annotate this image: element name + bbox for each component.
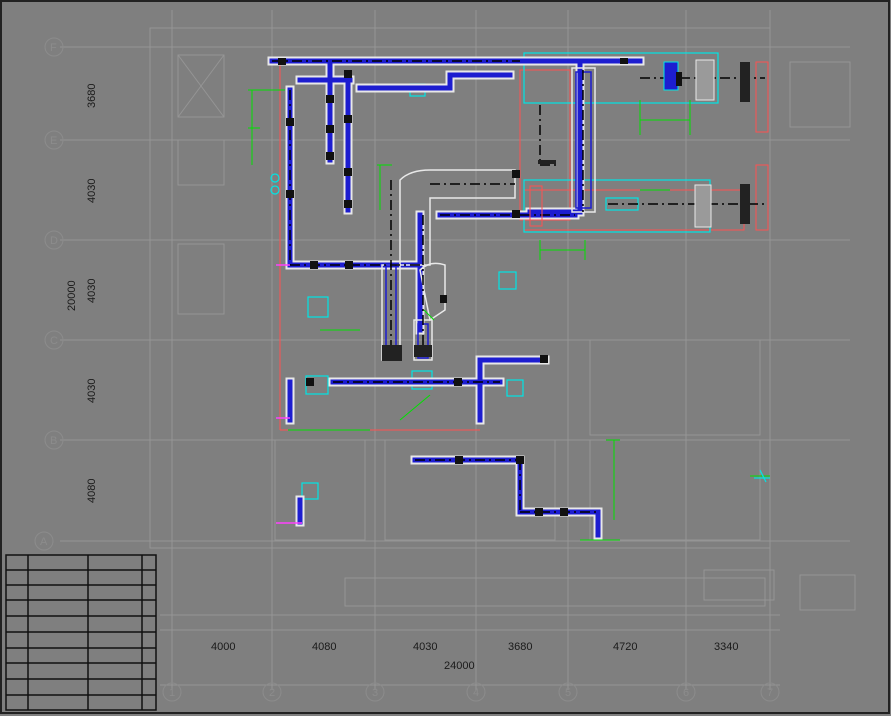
axis-label-7: 7: [767, 687, 773, 699]
equipment: [382, 59, 750, 361]
axis-label-A: A: [40, 536, 48, 548]
left-dimensions: 3680 4030 4030 4030 4080 20000: [66, 84, 98, 503]
dim-bottom-total: 24000: [444, 660, 475, 672]
dim-left-3: 4030: [86, 279, 98, 303]
axis-label-C: C: [50, 335, 58, 347]
axis-label-2: 2: [269, 687, 275, 699]
dampers: [278, 58, 682, 516]
axis-label-1: 1: [169, 687, 175, 699]
dim-left-1: 3680: [86, 84, 98, 108]
dim-bottom-5: 4720: [613, 641, 637, 653]
dim-left-2: 4030: [86, 179, 98, 203]
equipment-outlines: [279, 60, 769, 431]
axis-label-D: D: [50, 235, 58, 247]
dim-bottom-3: 4030: [413, 641, 437, 653]
cyan-outlines: [301, 52, 719, 500]
dim-left-4: 4030: [86, 379, 98, 403]
magenta-runs: [276, 264, 302, 524]
cyan-symbols: [270, 173, 770, 483]
axis-label-4: 4: [473, 687, 479, 699]
axis-label-E: E: [50, 135, 57, 147]
dim-bottom-1: 4000: [211, 641, 235, 653]
axis-label-B: B: [50, 435, 57, 447]
dim-left-5: 4080: [86, 479, 98, 503]
axis-label-6: 6: [683, 687, 689, 699]
dim-bottom-2: 4080: [312, 641, 336, 653]
dimension-lines: [248, 89, 770, 541]
bottom-dimensions: 4000 4080 4030 3680 4720 3340 24000: [211, 641, 738, 672]
row-axis-bubbles: F E D C B A: [34, 37, 64, 551]
centerlines: [272, 60, 765, 513]
title-block: [5, 554, 157, 711]
building-walls: [60, 10, 856, 690]
axis-label-3: 3: [372, 687, 378, 699]
column-axis-bubbles: 1 2 3 4 5 6 7: [162, 682, 780, 702]
axis-label-5: 5: [565, 687, 571, 699]
axis-label-F: F: [50, 42, 57, 54]
dim-bottom-6: 3340: [714, 641, 738, 653]
dim-left-total: 20000: [66, 280, 78, 311]
dim-bottom-4: 3680: [508, 641, 532, 653]
